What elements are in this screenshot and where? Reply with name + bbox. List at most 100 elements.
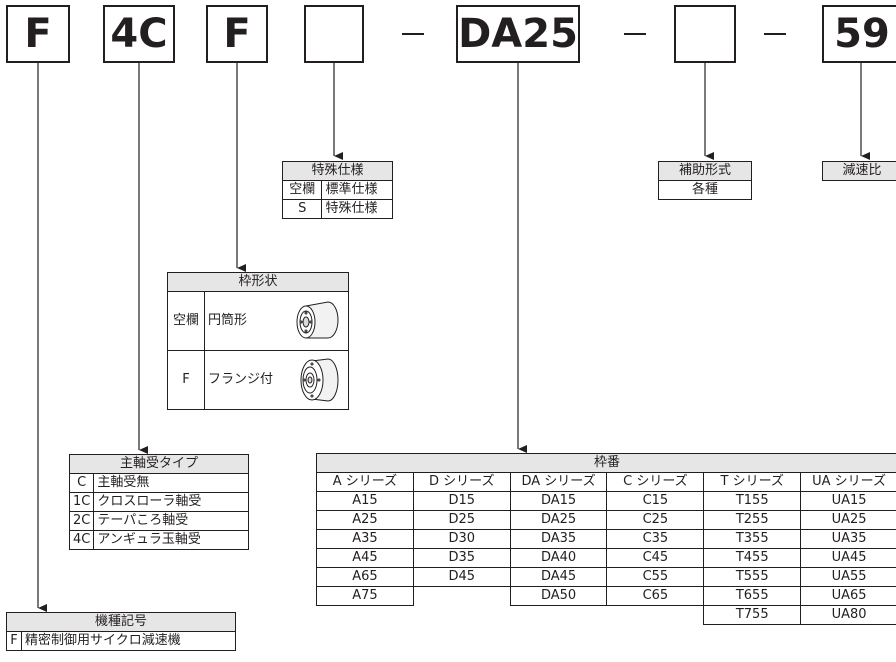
spec-label: 特殊仕様 <box>321 199 393 219</box>
frame-cell: D30 <box>412 529 511 549</box>
frame-cell: DA25 <box>509 510 608 530</box>
frame-cell: T755 <box>703 605 802 625</box>
frame-cell: C35 <box>606 529 705 549</box>
bearing-label: アンギュラ玉軸受 <box>93 530 249 550</box>
special-spec-title: 特殊仕様 <box>282 161 393 181</box>
bearing-code: 2C <box>68 511 95 531</box>
frame-cell: C55 <box>606 567 705 587</box>
table-row: 空欄 標準仕様 <box>281 180 393 200</box>
code-box-frame-shape: F <box>206 5 268 63</box>
frame-cell: UA35 <box>800 529 896 549</box>
table-row: S 特殊仕様 <box>281 199 393 219</box>
separator-dash <box>402 33 424 35</box>
series-header: UA シリーズ <box>800 472 896 492</box>
spec-code: 空欄 <box>281 180 323 200</box>
frame-cell: UA15 <box>800 491 896 511</box>
frame-cell: T455 <box>703 548 802 568</box>
bearing-label: クロスローラ軸受 <box>93 492 249 512</box>
frame-cell: D15 <box>412 491 511 511</box>
bearing-label: テーパころ軸受 <box>93 511 249 531</box>
frame-cell: C65 <box>606 586 705 606</box>
frame-shape-code: 空欄 <box>167 291 205 351</box>
frame-cell: UA25 <box>800 510 896 530</box>
series-header: A シリーズ <box>316 472 414 492</box>
frame-cell: DA35 <box>509 529 608 549</box>
frame-cell: A45 <box>316 548 414 568</box>
frame-cell: UA65 <box>800 586 896 606</box>
separator-dash <box>764 33 786 35</box>
frame-cell: T355 <box>703 529 802 549</box>
bearing-code: C <box>68 473 95 493</box>
cylinder-icon <box>296 301 339 339</box>
frame-cell: DA45 <box>509 567 608 587</box>
frame-shape-table: 枠形状 空欄 円筒形 F フランジ付 <box>167 272 349 410</box>
separator-dash <box>624 33 646 35</box>
frame-cell: A65 <box>316 567 414 587</box>
bearing-label: 主軸受無 <box>93 473 249 493</box>
series-header: C シリーズ <box>606 472 705 492</box>
frame-cell: UA80 <box>800 605 896 625</box>
series-header: T シリーズ <box>703 472 802 492</box>
frame-cell: DA40 <box>509 548 608 568</box>
flange-icon <box>300 358 339 402</box>
spec-code: S <box>281 199 323 219</box>
frame-cell: C45 <box>606 548 705 568</box>
frame-cell: T655 <box>703 586 802 606</box>
model-code: F <box>6 631 22 651</box>
frame-cell: DA15 <box>509 491 608 511</box>
frame-cell: UA55 <box>800 567 896 587</box>
table-row: F フランジ付 <box>167 350 349 410</box>
frame-cell: T255 <box>703 510 802 530</box>
frame-cell: D25 <box>412 510 511 530</box>
frame-cell: T155 <box>703 491 802 511</box>
special-spec-table: 特殊仕様 空欄 標準仕様 S 特殊仕様 <box>281 161 393 219</box>
frame-number-table: 枠番 A シリーズ D シリーズ DA シリーズ C シリーズ T シリーズ U… <box>316 453 896 625</box>
reduction-ratio-table: 減速比 <box>822 161 896 181</box>
reduction-ratio-title: 減速比 <box>822 161 896 181</box>
bearing-code: 1C <box>68 492 95 512</box>
frame-cell: C15 <box>606 491 705 511</box>
code-box-special <box>304 5 364 63</box>
code-box-bearing: 4C <box>103 5 175 63</box>
frame-cell: DA50 <box>509 586 608 606</box>
code-box-frame-number: DA25 <box>456 5 580 63</box>
frame-cell: A15 <box>316 491 414 511</box>
frame-cell: A35 <box>316 529 414 549</box>
aux-type-title: 補助形式 <box>658 161 752 181</box>
frame-cell: D45 <box>412 567 511 587</box>
frame-cell <box>510 605 607 625</box>
frame-cell: C25 <box>606 510 705 530</box>
frame-cell <box>316 605 414 625</box>
frame-cell <box>413 606 510 625</box>
model-label: 精密制御用サイクロ減速機 <box>21 631 236 651</box>
frame-shape-label: 円筒形 <box>208 313 248 328</box>
frame-shape-code: F <box>167 350 205 410</box>
frame-cell: A75 <box>316 586 414 606</box>
series-header: D シリーズ <box>412 472 511 492</box>
code-box-aux <box>674 5 736 63</box>
frame-cell: A25 <box>316 510 414 530</box>
frame-cell: D35 <box>412 548 511 568</box>
code-box-model: F <box>6 5 70 63</box>
frame-cell: T555 <box>703 567 802 587</box>
frame-cell <box>413 586 511 606</box>
table-row: 空欄 円筒形 <box>167 291 349 351</box>
spec-label: 標準仕様 <box>321 180 393 200</box>
frame-shape-title: 枠形状 <box>167 272 349 292</box>
code-box-ratio: 59 <box>822 5 896 63</box>
series-header: DA シリーズ <box>509 472 608 492</box>
